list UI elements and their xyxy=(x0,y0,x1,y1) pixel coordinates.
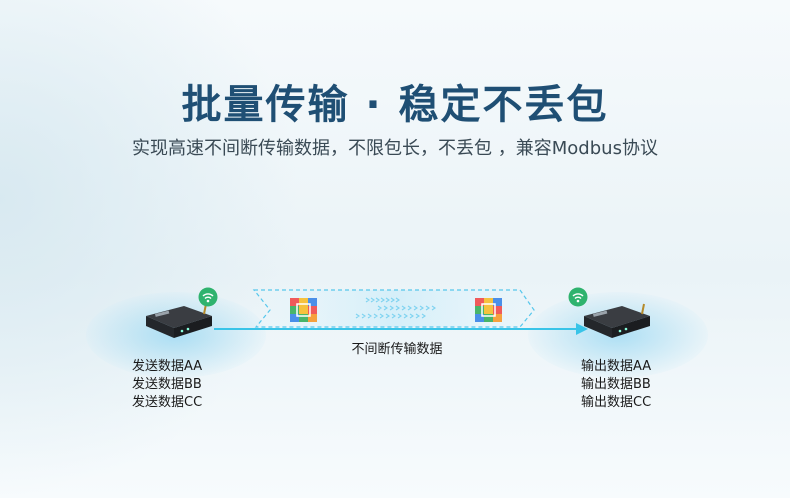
background-glow xyxy=(0,0,300,498)
list-item: 输出数据BB xyxy=(581,377,651,392)
list-item: 输出数据AA xyxy=(581,359,652,374)
right-radio-device-icon xyxy=(584,303,650,338)
list-item: 发送数据BB xyxy=(132,377,202,392)
data-packet-icon xyxy=(475,298,502,322)
page-title: 批量传输 · 稳定不丢包 xyxy=(181,82,609,128)
wifi-icon xyxy=(568,287,588,307)
wifi-icon xyxy=(198,287,218,307)
data-packet-icon xyxy=(290,298,317,322)
left-radio-device-icon xyxy=(146,303,212,338)
list-item: 输出数据CC xyxy=(581,395,652,410)
motion-chevrons xyxy=(355,297,436,319)
transmission-band xyxy=(252,289,535,328)
page-subtitle: 实现高速不间断传输数据，不限包长，不丢包 ，兼容Modbus协议 xyxy=(132,138,658,159)
link-label: 不间断传输数据 xyxy=(351,342,443,357)
list-item: 发送数据AA xyxy=(132,359,203,374)
arrow-icon xyxy=(576,323,588,335)
list-item: 发送数据CC xyxy=(132,395,203,410)
left-data-list: 发送数据AA 发送数据BB 发送数据CC xyxy=(132,358,202,412)
right-data-list: 输出数据AA 输出数据BB 输出数据CC xyxy=(581,358,651,412)
